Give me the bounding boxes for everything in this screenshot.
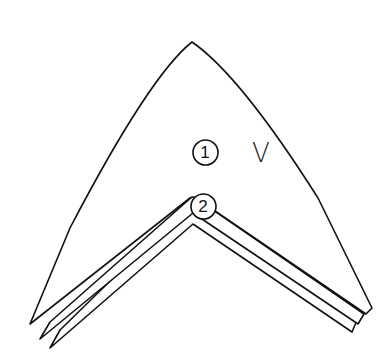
callout-number: 1 bbox=[192, 139, 219, 166]
callout-circle: 1 bbox=[192, 139, 219, 166]
plate-top bbox=[30, 42, 372, 324]
callout-number: 2 bbox=[190, 193, 217, 220]
voltage-label: V bbox=[252, 140, 270, 166]
callout-circle: 2 bbox=[190, 193, 217, 220]
